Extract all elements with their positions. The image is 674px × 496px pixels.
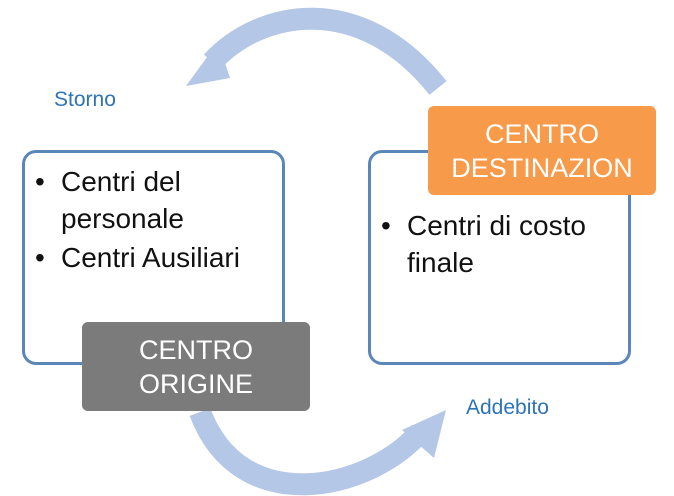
destination-item-list: Centri di costo finale <box>381 207 621 283</box>
origin-title-tag: CENTRO ORIGINE <box>82 322 310 411</box>
storno-label: Storno <box>54 88 116 111</box>
destination-title-tag: CENTRO DESTINAZION <box>428 106 656 195</box>
addebito-label: Addebito <box>466 396 549 419</box>
addebito-arrow <box>189 407 429 496</box>
origin-item: Centri del personale <box>35 163 275 237</box>
origin-title-line1: CENTRO <box>138 334 253 365</box>
origin-item-list: Centri del personale Centri Ausiliari <box>35 163 275 278</box>
destination-title-line1: CENTRO <box>484 118 599 149</box>
storno-arrow <box>203 7 447 95</box>
destination-item: Centri di costo finale <box>381 207 621 281</box>
destination-title-line2: DESTINAZION <box>451 152 633 183</box>
origin-title-line2: ORIGINE <box>138 368 253 399</box>
addebito-arrowhead <box>402 410 446 458</box>
storno-arrowhead <box>186 42 230 86</box>
origin-item: Centri Ausiliari <box>35 239 275 276</box>
